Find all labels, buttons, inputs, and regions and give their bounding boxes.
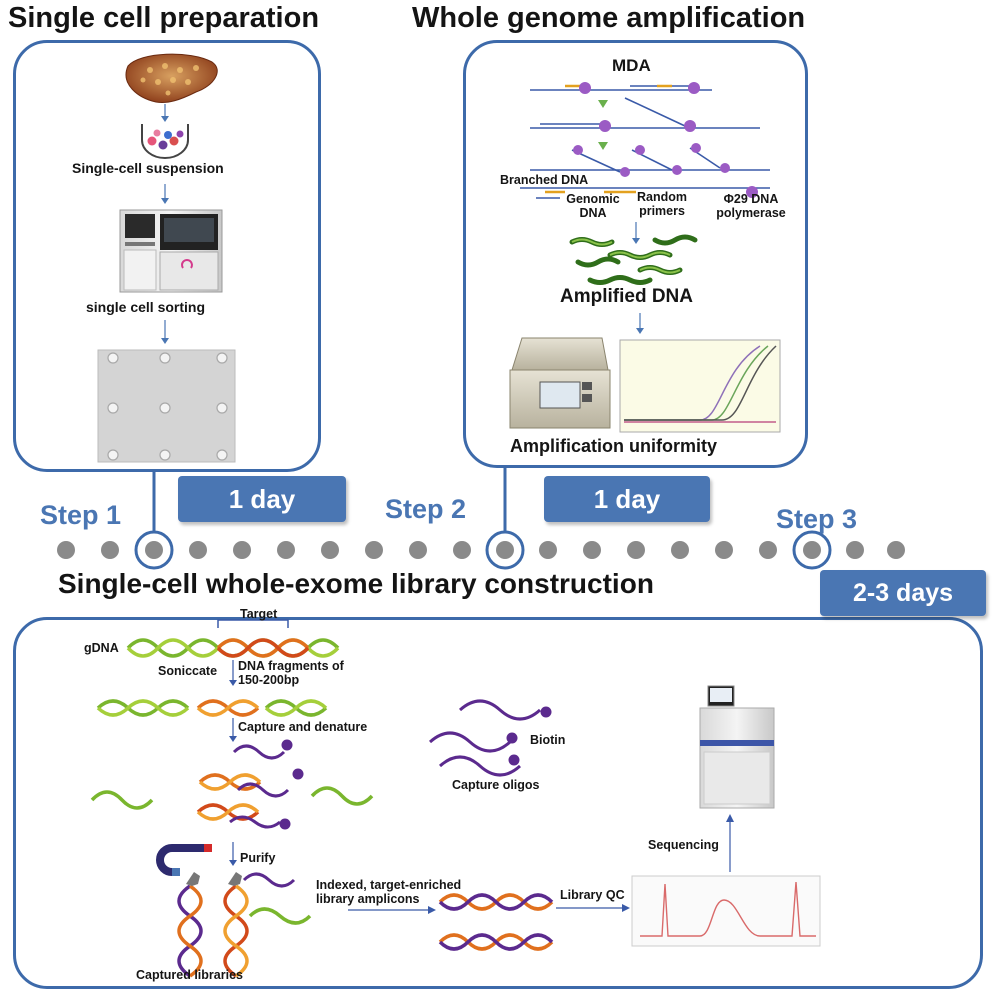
amplification-curve-chart [619,339,781,433]
purify-label: Purify [240,851,276,865]
phi29-polymerase-label: Φ29 DNA polymerase [716,192,786,220]
target-label: Target [240,607,278,621]
down-arrows-green [598,100,608,150]
random-primers-label: Random primers [637,190,687,218]
sonicate-label: Soniccate [158,664,218,678]
magnet-icon [156,844,212,876]
captured-libraries-helices [177,872,312,978]
step2-duration-box: 1 day [544,476,710,522]
biotin-label: Biotin [530,733,566,747]
mda-label: MDA [612,56,651,75]
cell-sorter-machine [119,209,223,293]
liver-icon [125,53,218,103]
library-amplicons [438,893,554,951]
amplified-dna-label: Amplified DNA [560,286,693,307]
indexed-amplicons-label: Indexed, target-enriched library amplico… [316,878,462,906]
step2-title: Whole genome amplification [412,2,806,34]
capture-denature-label: Capture and denature [238,720,368,734]
biotin-beads [279,706,552,830]
step3-label: Step 3 [776,504,858,534]
step1-title: Single cell preparation [8,2,320,34]
step1-duration-box: 1 day [178,476,346,522]
library-qc-trace-chart [631,875,821,947]
mda-strands [520,84,770,199]
sequencer-machine [699,685,775,809]
single-cell-sorting-label: single cell sorting [86,299,206,315]
step-markers [134,468,832,570]
amplified-dna-cluster [569,234,698,285]
single-cell-suspension-label: Single-cell suspension [72,160,224,176]
capture-oligos [428,699,542,777]
step1-label: Step 1 [40,500,122,530]
pcr-machine [509,337,611,429]
capture-oligos-label: Capture oligos [452,778,540,792]
genomic-dna-label: Genomic DNA [566,192,620,220]
microwell-plate-image [97,349,236,463]
target-bracket [217,619,289,628]
sequencing-label: Sequencing [648,838,719,852]
dna-fragments-label: DNA fragments of 150-200bp [238,659,344,687]
bead-icons [186,872,242,886]
timeline-dots [57,541,905,559]
dna-fragments [96,699,328,717]
denatured-strands [90,744,374,829]
tube-icon [141,124,189,159]
step3-title: Single-cell whole-exome library construc… [58,568,654,599]
captured-libraries-label: Captured libraries [136,968,243,982]
gdna-label: gDNA [84,641,119,655]
library-qc-label: Library QC [560,888,625,902]
amplification-uniformity-label: Amplification uniformity [510,436,717,456]
gdna-double-helix [126,638,340,658]
library-construction-panel [13,617,983,989]
step3-duration-box: 2-3 days [820,570,986,616]
phi29-polymerase-icons [573,82,758,198]
branched-dna-label: Branched DNA [500,173,589,187]
step2-label: Step 2 [385,494,467,524]
